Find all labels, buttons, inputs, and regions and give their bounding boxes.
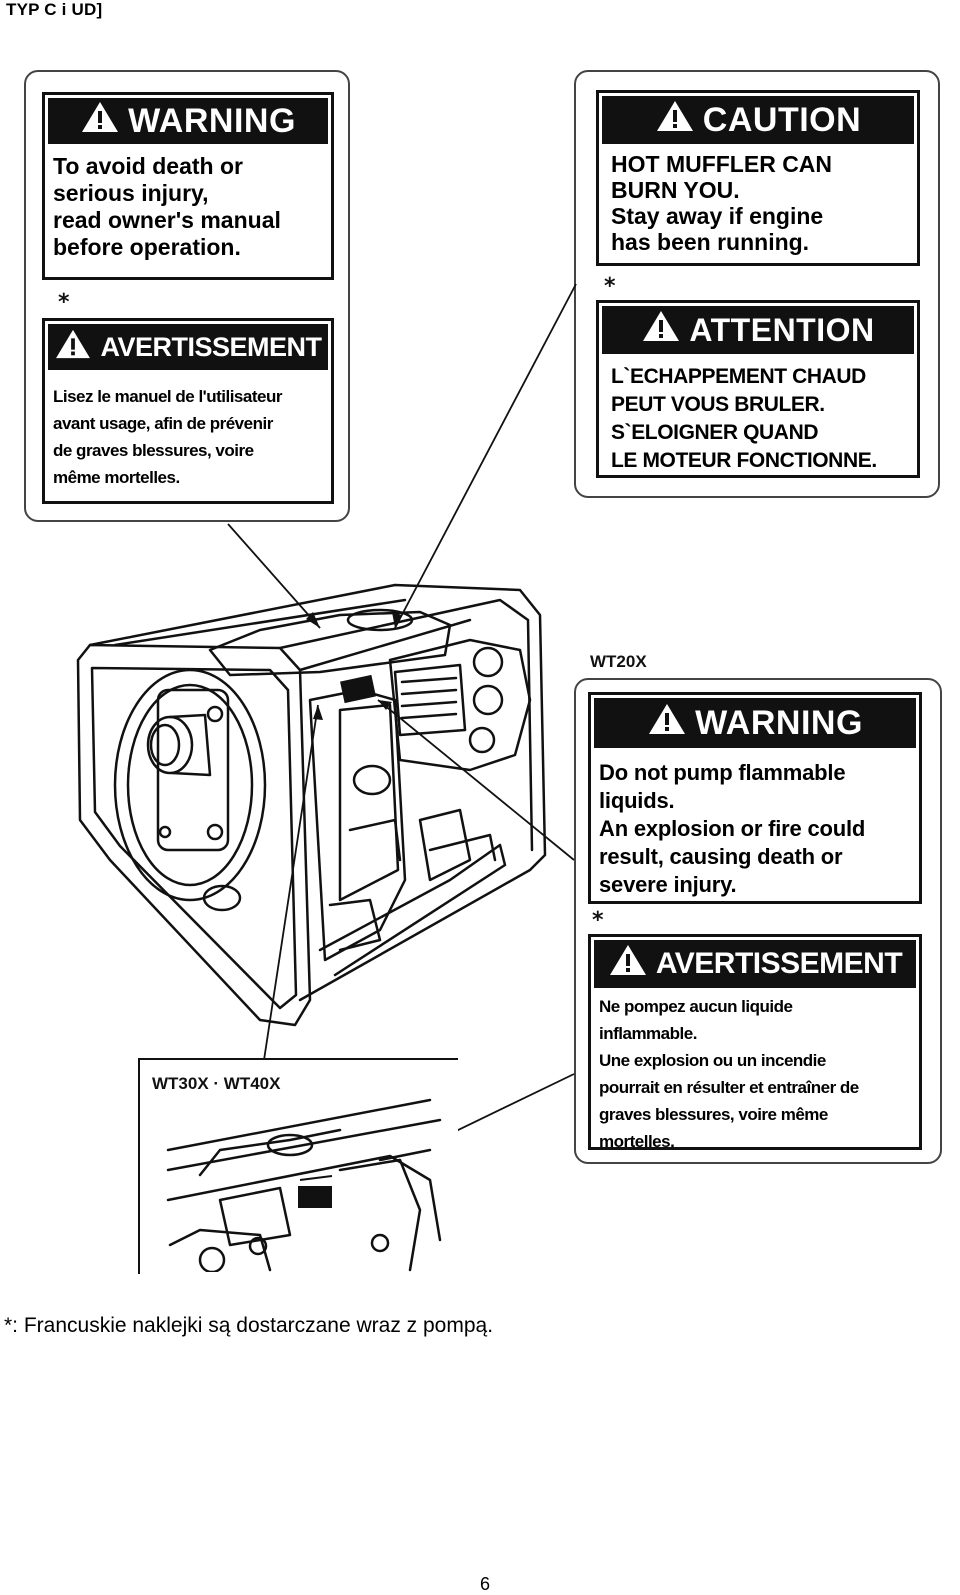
french-marker: * [592, 908, 604, 933]
avertissement-pump-label-text: Ne pompez aucun liquide inflammable. Une… [599, 997, 859, 1151]
avertissement-pump-label-heading: AVERTISSEMENT [594, 940, 916, 988]
footnote-french-stickers: *: Francuskie naklejki są dostarczane wr… [4, 1314, 494, 1337]
warning-label-en: WARNING To avoid death or serious injury… [42, 92, 334, 280]
french-marker: * [58, 290, 70, 315]
warning-triangle-icon [647, 702, 687, 745]
page-number: 6 [480, 1574, 491, 1594]
model-label-wt20x: WT20X [590, 652, 647, 671]
engine-label-patch [340, 674, 376, 704]
label-panel-flammable: WARNING Do not pump flammable liquids. A… [574, 678, 942, 1164]
warning-triangle-icon [641, 309, 681, 351]
attention-label-fr: ATTENTION L`ECHAPPEMENT CHAUD PEUT VOUS … [596, 300, 920, 478]
warning-triangle-icon [655, 99, 695, 142]
caution-label-en: CAUTION HOT MUFFLER CAN BURN YOU. Stay a… [596, 90, 920, 266]
warning-label-text: To avoid death or serious injury, read o… [53, 153, 281, 260]
attention-label-heading: ATTENTION [602, 306, 914, 354]
warning-triangle-icon [80, 100, 120, 143]
caution-label-text: HOT MUFFLER CAN BURN YOU. Stay away if e… [611, 151, 833, 255]
inset-illustration [166, 1098, 442, 1272]
inset-label-patch [298, 1186, 332, 1208]
model-label-wt30x-wt40x: WT30X · WT40X [152, 1074, 281, 1093]
warning-label-heading: WARNING [48, 98, 328, 144]
warning-pump-label-text: Do not pump flammable liquids. An explos… [599, 760, 866, 897]
label-panel-muffler: CAUTION HOT MUFFLER CAN BURN YOU. Stay a… [574, 70, 940, 498]
page-header: TYP C i UD] [6, 0, 103, 19]
caution-label-heading: CAUTION [602, 96, 914, 144]
avertissement-pump-label-fr: AVERTISSEMENT Ne pompez aucun liquide in… [588, 934, 922, 1151]
avertissement-label-text: Lisez le manuel de l'utilisateur avant u… [53, 387, 282, 487]
avertissement-label-fr: AVERTISSEMENT Lisez le manuel de l'utili… [42, 318, 334, 504]
warning-pump-label-en: WARNING Do not pump flammable liquids. A… [588, 692, 922, 904]
attention-label-text: L`ECHAPPEMENT CHAUD PEUT VOUS BRULER. S`… [611, 365, 877, 472]
warning-triangle-icon [54, 328, 92, 367]
inset-wt30x-wt40x: WT30X · WT40X [138, 1058, 458, 1274]
label-panel-general-warning: WARNING To avoid death or serious injury… [24, 70, 350, 522]
avertissement-label-heading: AVERTISSEMENT [48, 324, 328, 370]
warning-triangle-icon [608, 943, 648, 985]
french-marker: * [604, 274, 616, 299]
warning-pump-label-heading: WARNING [594, 698, 916, 748]
